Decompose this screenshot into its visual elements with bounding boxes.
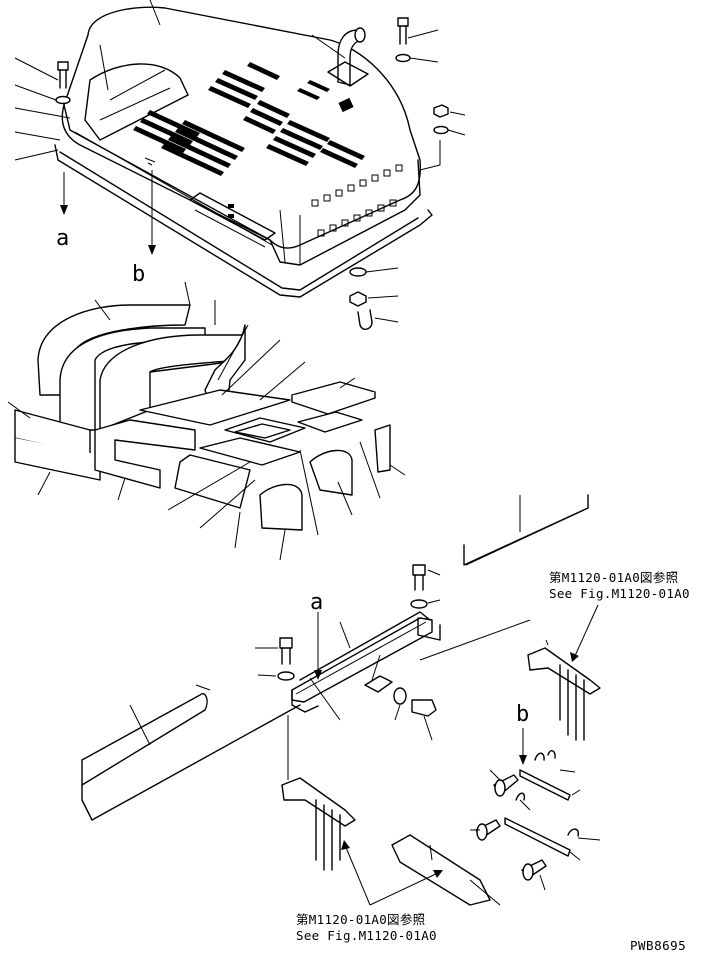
washer-lower	[349, 267, 367, 277]
see-fig-en: See Fig.M1120-01A0	[549, 586, 690, 601]
pad-right-flat	[297, 411, 363, 433]
washer-hood-left	[55, 95, 71, 105]
bolt-hood-right	[397, 17, 409, 27]
hood-hardware	[55, 17, 449, 330]
skirt-panel-right	[463, 494, 589, 566]
washer-rail-center	[410, 599, 428, 609]
spring-clip-middle	[515, 792, 526, 801]
washer-rail-left	[277, 671, 295, 681]
washer-hood-right	[395, 53, 411, 63]
see-fig-jp: 第M1120-01A0図参照	[296, 912, 426, 927]
leader-lines-lower	[129, 569, 601, 906]
see-fig-reference-right: 第M1120-01A0図参照 See Fig.M1120-01A0	[549, 570, 690, 602]
vent-grille	[133, 62, 365, 176]
spring-clip-upper	[534, 750, 556, 761]
bracket-right	[527, 647, 601, 695]
pad-left-angled	[174, 454, 251, 509]
pad-center-large	[139, 389, 291, 426]
collar	[393, 687, 407, 705]
nut-hood	[433, 104, 449, 118]
ref-letter-b-lower: b	[516, 702, 530, 727]
bolt-rail-left	[279, 637, 293, 649]
pad-side-bracket	[374, 424, 391, 473]
bolt-rail-center	[412, 564, 426, 576]
ref-letter-b-top: b	[132, 262, 146, 287]
pin-bolt	[411, 699, 437, 717]
see-fig-jp: 第M1120-01A0図参照	[549, 570, 679, 585]
lower-frame-assembly	[81, 494, 601, 906]
pad-front-long	[94, 419, 196, 489]
spacer	[364, 675, 393, 693]
nut-lower	[349, 291, 367, 307]
ref-letter-a-top: a	[56, 226, 70, 251]
see-fig-reference-bottom: 第M1120-01A0図参照 See Fig.M1120-01A0	[296, 912, 437, 944]
drawing-code: PWB8695	[630, 938, 687, 953]
spring-clip-lower	[567, 828, 580, 837]
skirt-panel-left	[81, 693, 208, 786]
bolt-hood-left	[57, 61, 69, 71]
leader-lines-middle	[7, 281, 406, 561]
bracket-lower-left	[281, 777, 356, 827]
pad-right-curved	[309, 449, 353, 496]
washer-hood-nut	[433, 125, 449, 135]
engine-hood-assembly	[54, 6, 433, 298]
stay-rod-lower	[504, 817, 571, 857]
front-face-openings	[311, 164, 403, 237]
stay-rod-upper	[519, 769, 571, 801]
u-bolt	[357, 309, 373, 330]
see-fig-en: See Fig.M1120-01A0	[296, 928, 437, 943]
ref-letter-a-lower: a	[310, 590, 324, 615]
pad-bottom-curved	[259, 483, 303, 531]
engine-hood	[61, 6, 422, 249]
insulation-pads	[14, 304, 391, 531]
leader-lines-top	[14, 0, 466, 323]
